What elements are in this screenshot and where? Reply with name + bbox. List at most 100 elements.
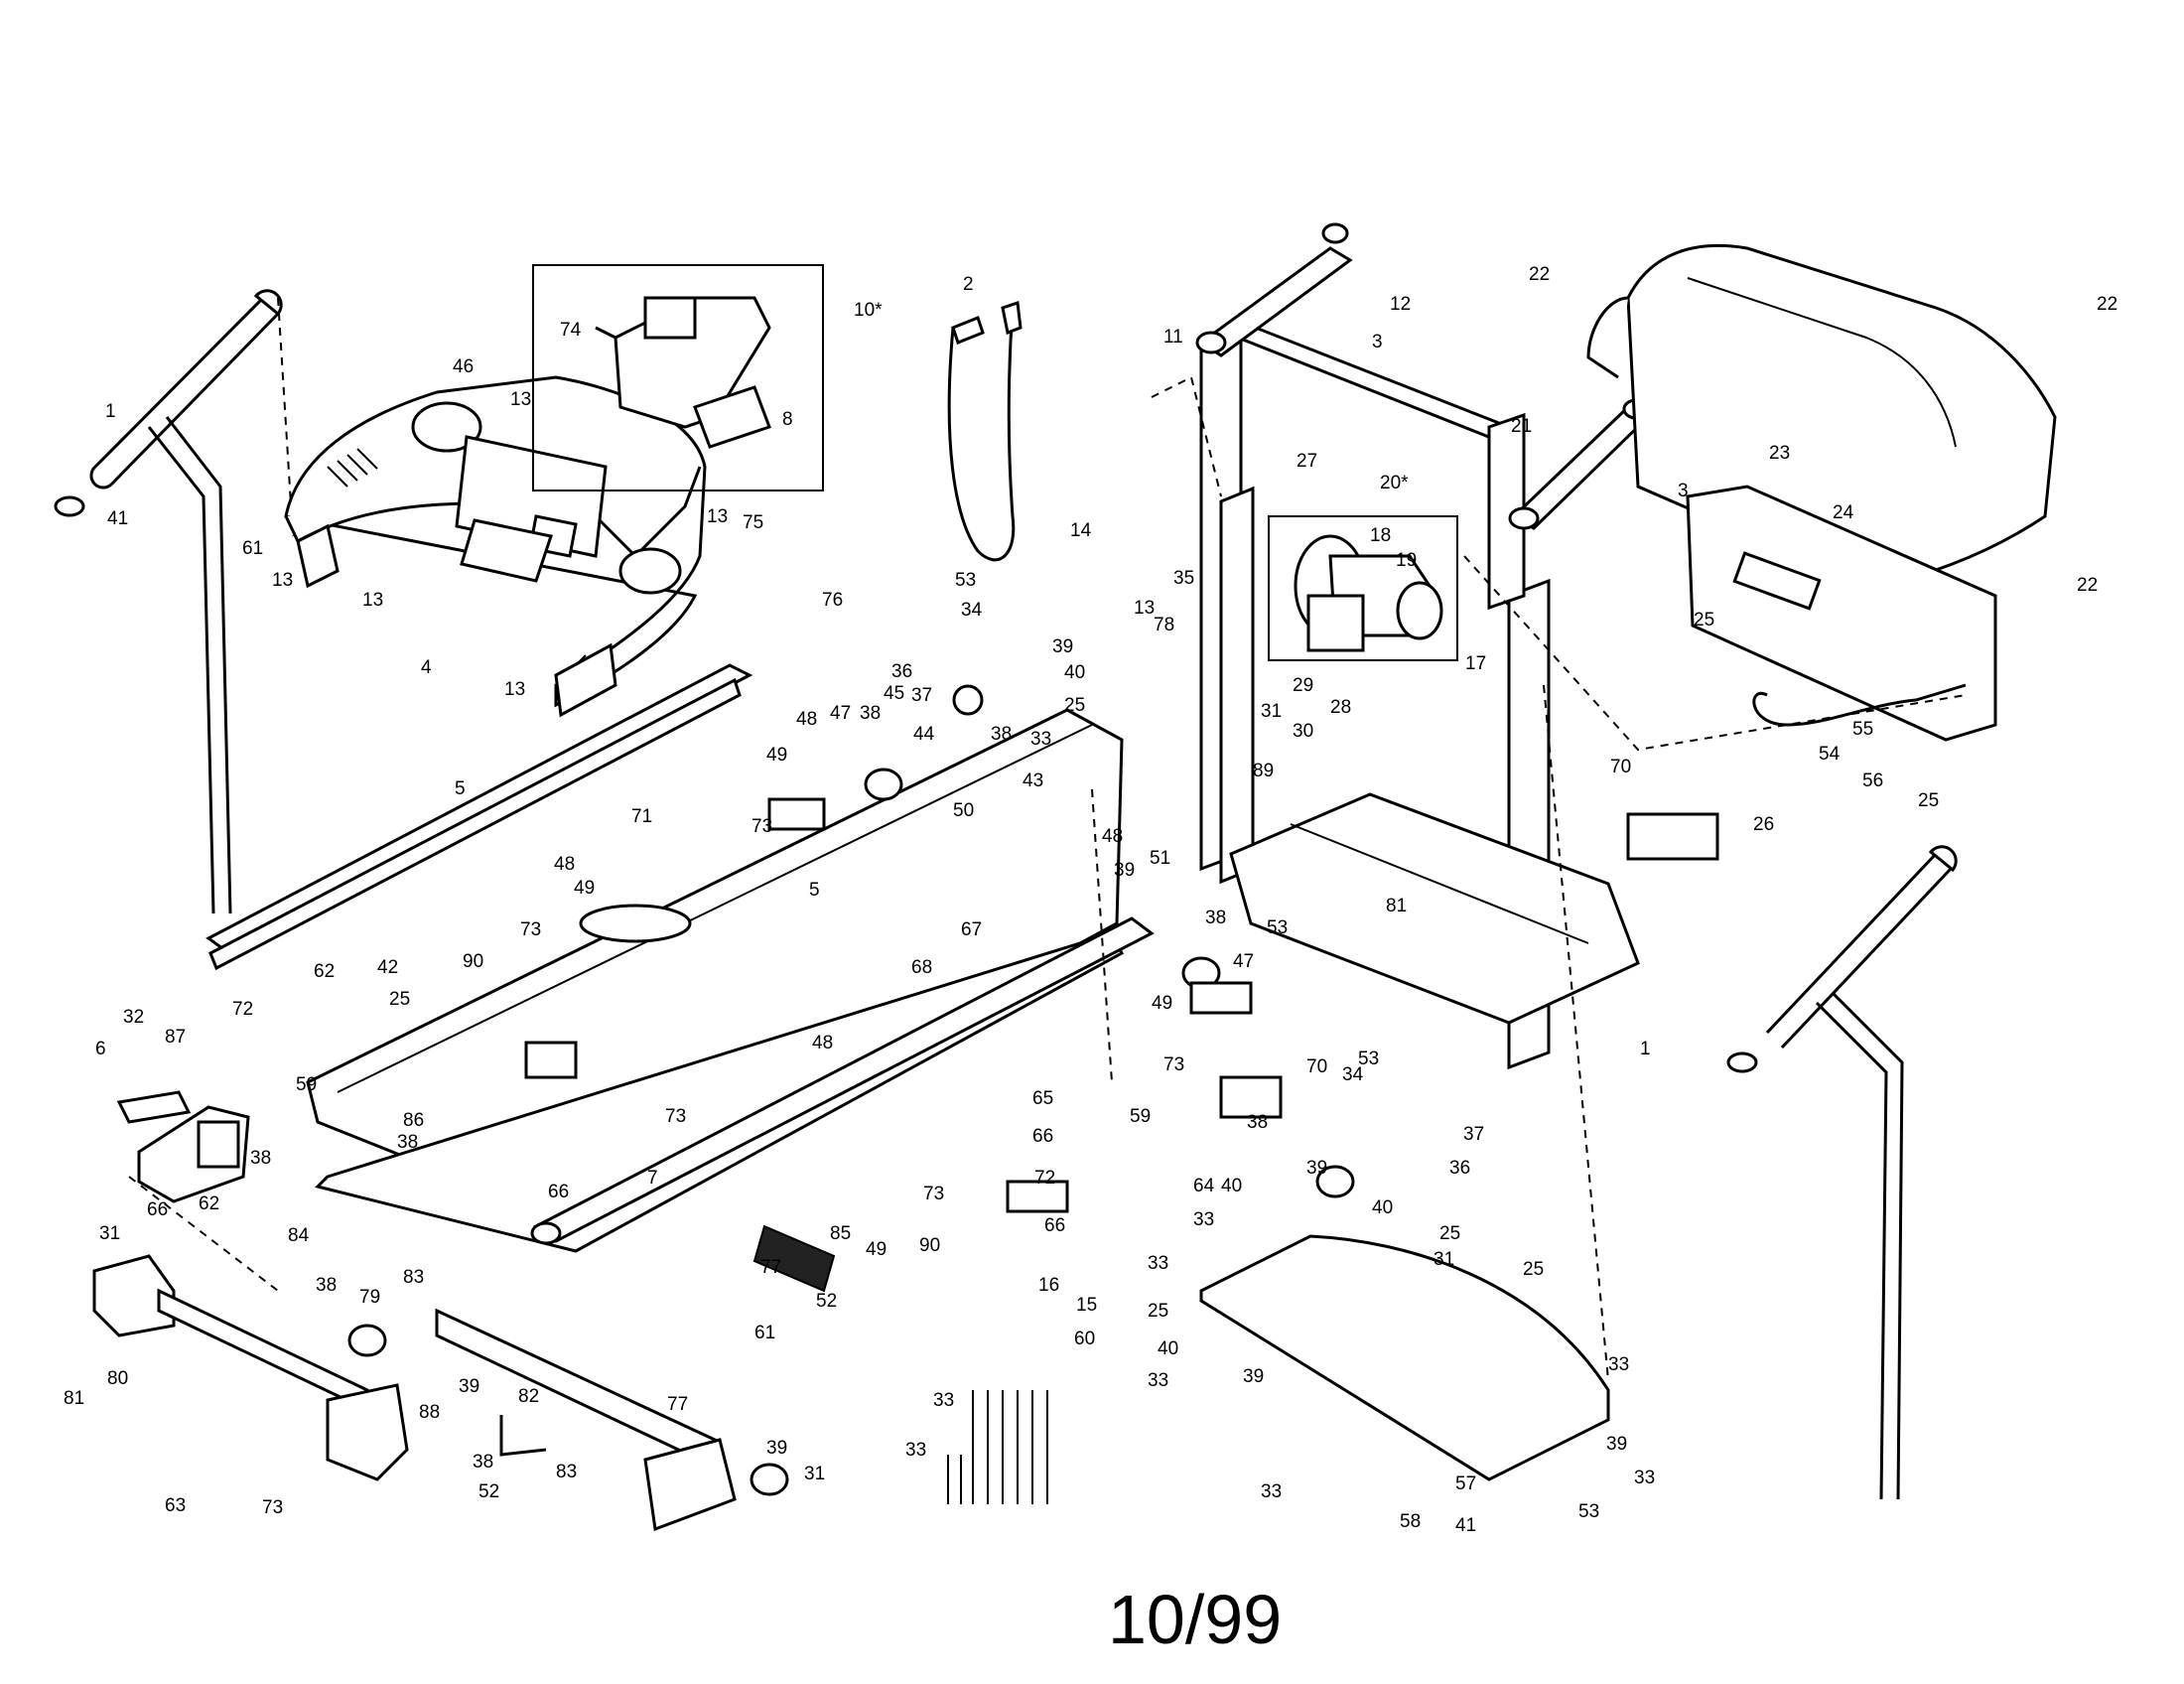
callout: 18 xyxy=(1370,525,1391,546)
callout: 90 xyxy=(463,951,483,972)
callout: 29 xyxy=(1293,675,1313,696)
callout: 53 xyxy=(1578,1501,1599,1522)
callout: 19 xyxy=(1396,550,1417,571)
callout: 30 xyxy=(1293,721,1313,742)
callout: 22 xyxy=(2097,294,2117,315)
hood-bracket xyxy=(1686,485,1997,742)
console-base xyxy=(284,375,707,718)
callout: 33 xyxy=(1030,729,1051,750)
callout: 48 xyxy=(812,1033,833,1053)
callout: 7 xyxy=(647,1168,658,1189)
callout: 85 xyxy=(830,1223,851,1244)
callout: 59 xyxy=(296,1074,317,1095)
callout: 41 xyxy=(1455,1515,1476,1536)
callout: 40 xyxy=(1064,662,1085,683)
callout: 54 xyxy=(1819,744,1841,765)
callout: 37 xyxy=(911,685,932,706)
callout: 71 xyxy=(631,806,652,827)
callout: 73 xyxy=(520,919,541,940)
callout: 13 xyxy=(707,506,728,527)
callout: 25 xyxy=(1439,1223,1460,1244)
misc-small-parts xyxy=(499,684,1719,1504)
callout: 27 xyxy=(1297,451,1317,472)
motor-inset-box xyxy=(1268,515,1458,661)
callout: 34 xyxy=(1342,1064,1364,1085)
base-pan xyxy=(1199,1234,1610,1481)
callout: 3 xyxy=(1372,332,1383,352)
callout: 43 xyxy=(1023,771,1043,791)
console-inset-box xyxy=(532,264,824,491)
callout: 47 xyxy=(830,703,851,724)
callout: 25 xyxy=(1064,695,1085,716)
callout: 25 xyxy=(1918,790,1939,811)
callout: 68 xyxy=(911,957,932,978)
callout: 65 xyxy=(1032,1088,1053,1109)
callout: 5 xyxy=(809,880,820,901)
callout: 48 xyxy=(796,709,817,730)
callout: 5 xyxy=(455,778,466,799)
callout: 76 xyxy=(822,590,843,611)
callout: 40 xyxy=(1158,1338,1178,1359)
callout: 14 xyxy=(1070,520,1092,541)
callout: 83 xyxy=(403,1267,424,1288)
callout: 22 xyxy=(1529,264,1550,285)
callout: 33 xyxy=(1193,1209,1214,1230)
callout: 38 xyxy=(991,724,1012,745)
walking-deck xyxy=(306,708,1124,1253)
callout: 66 xyxy=(1044,1215,1065,1236)
callout: 25 xyxy=(1148,1301,1168,1322)
callout: 77 xyxy=(760,1257,781,1278)
side-rail-left xyxy=(205,663,753,971)
callout: 89 xyxy=(1253,761,1274,781)
callout: 72 xyxy=(232,999,253,1020)
callout: 38 xyxy=(397,1132,418,1153)
callout: 49 xyxy=(1152,993,1172,1014)
callout: 36 xyxy=(891,661,912,682)
callout: 84 xyxy=(288,1225,310,1246)
callout: 8 xyxy=(782,409,793,430)
callout: 6 xyxy=(95,1039,106,1059)
callout: 53 xyxy=(1267,917,1288,938)
front-roller-assembly xyxy=(530,916,1155,1245)
callout: 26 xyxy=(1753,814,1774,835)
callout: 88 xyxy=(419,1402,440,1423)
callout: 13 xyxy=(362,590,383,611)
callout: 13 xyxy=(504,679,525,700)
callout: 15 xyxy=(1076,1295,1097,1316)
callout: 38 xyxy=(473,1452,493,1473)
callout: 48 xyxy=(1102,826,1123,847)
callout: 33 xyxy=(1148,1253,1168,1274)
callout: 13 xyxy=(272,570,293,591)
callout: 52 xyxy=(816,1291,837,1312)
callout: 25 xyxy=(1694,610,1714,631)
callout: 32 xyxy=(123,1007,144,1028)
callout: 67 xyxy=(961,919,982,940)
callout: 22 xyxy=(2077,575,2098,596)
callout: 33 xyxy=(905,1440,926,1461)
callout: 63 xyxy=(165,1495,186,1516)
callout: 51 xyxy=(1150,848,1170,869)
callout: 39 xyxy=(1306,1158,1327,1179)
callout: 33 xyxy=(933,1390,954,1411)
callout: 58 xyxy=(1400,1511,1421,1532)
callout: 66 xyxy=(548,1182,569,1202)
callout: 38 xyxy=(860,703,881,724)
callout: 73 xyxy=(751,816,772,837)
callout: 33 xyxy=(1634,1468,1655,1488)
callout: 48 xyxy=(554,854,575,875)
callout: 17 xyxy=(1465,653,1486,674)
upright-frame xyxy=(1195,222,1651,1070)
callout: 33 xyxy=(1608,1354,1629,1375)
callout: 80 xyxy=(107,1368,128,1389)
callout: 73 xyxy=(665,1106,686,1127)
callout: 31 xyxy=(804,1464,825,1484)
callout: 39 xyxy=(1243,1366,1264,1387)
callout: 1 xyxy=(1640,1039,1651,1059)
callout: 42 xyxy=(377,957,398,978)
callout: 10* xyxy=(854,300,883,321)
callout: 39 xyxy=(1114,860,1135,881)
callout: 13 xyxy=(1134,598,1155,619)
callout: 81 xyxy=(64,1388,84,1409)
callout: 36 xyxy=(1449,1158,1470,1179)
assembly-guide-lines xyxy=(128,375,1967,1381)
